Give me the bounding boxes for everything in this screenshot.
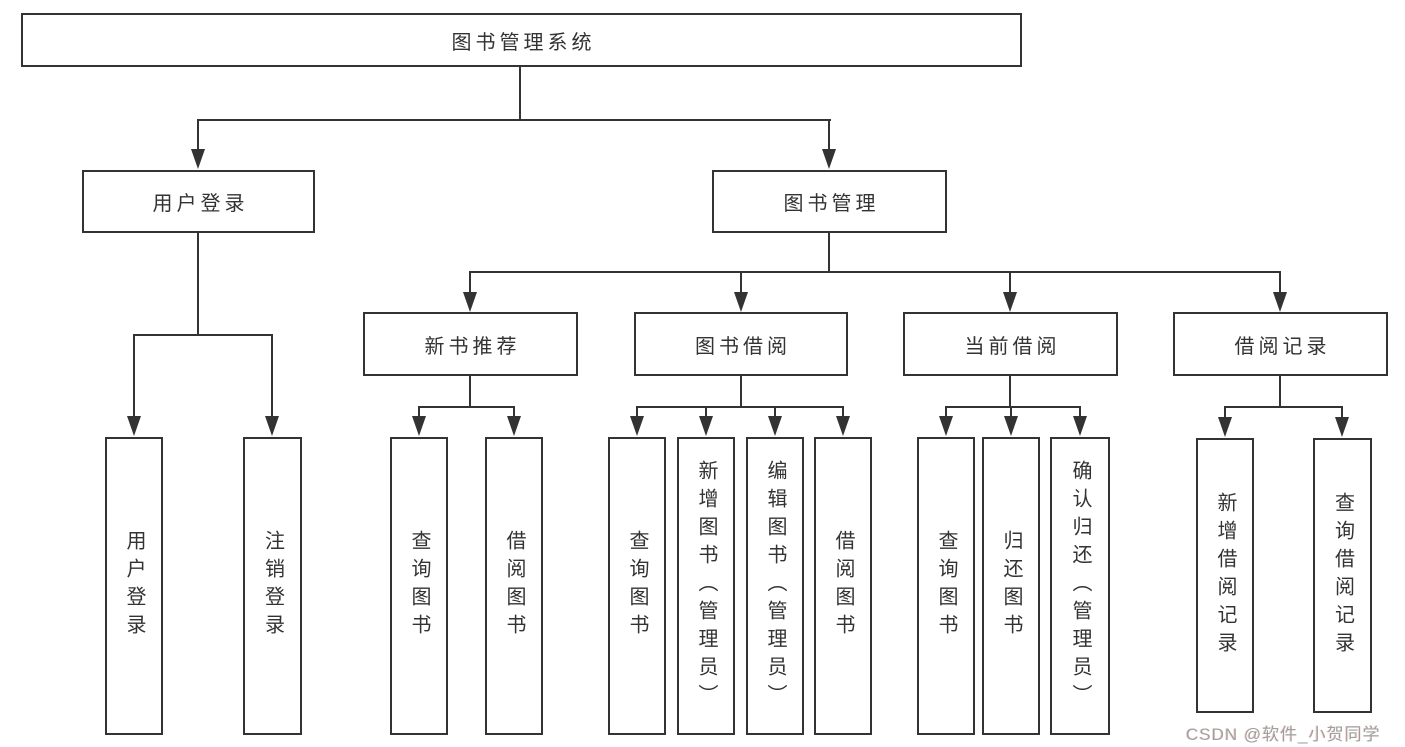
connector-stub [1079,408,1081,417]
leaf-borrow-books-recommend: 借阅图书 [485,437,543,735]
arrowhead-down-icon [1004,416,1018,436]
node-book-borrowing: 图书借阅 [634,312,848,376]
arrowhead-down-icon [699,416,713,436]
connector-stem [740,376,742,407]
connector-stub [705,408,707,417]
node-user-login: 用户登录 [82,170,315,233]
arrowhead-down-icon [463,292,477,312]
connector-stub [1010,408,1012,417]
leaf-confirm-return-admin: 确认归还（管理员） [1050,437,1110,735]
connector-stub [1279,273,1281,293]
node-label: 当前借阅 [964,335,1061,358]
leaf-label: 新增图书（管理员） [695,460,717,712]
connector-stub [513,408,515,417]
connector-user-login-split [133,334,273,336]
leaf-add-book-admin: 新增图书（管理员） [677,437,735,735]
leaf-label: 查询图书 [626,530,648,642]
csdn-watermark: CSDN @软件_小贺同学 [1186,725,1381,744]
connector-root-split [197,119,831,121]
leaf-label: 借阅图书 [832,530,854,642]
leaf-label: 新增借阅记录 [1214,491,1236,660]
connector-stub [740,273,742,293]
connector-stub [418,408,420,417]
leaf-label: 编辑图书（管理员） [764,460,786,712]
arrowhead-down-icon [1273,292,1287,312]
connector-book-mgmt-split [469,271,1281,273]
leaf-edit-book-admin: 编辑图书（管理员） [746,437,804,735]
node-book-management: 图书管理 [712,170,947,233]
leaf-borrow-books-borrowing: 借阅图书 [814,437,872,735]
leaf-query-books-current: 查询图书 [917,437,975,735]
arrowhead-down-icon [836,416,850,436]
leaf-query-books-borrowing: 查询图书 [608,437,666,735]
connector-split [945,406,1081,408]
connector-book-mgmt-stem [828,232,830,273]
arrowhead-down-icon [265,416,279,436]
connector-stub [828,121,830,150]
connector-user-login-stem [197,232,199,335]
connector-stem [1279,376,1281,407]
node-label: 图书管理系统 [451,31,596,54]
connector-stub [1341,408,1343,418]
connector-stub [271,336,273,417]
arrowhead-down-icon [1073,416,1087,436]
connector-split [636,406,844,408]
node-label: 图书管理 [783,193,880,215]
connector-stub [197,121,199,150]
node-borrowing-records: 借阅记录 [1173,312,1388,376]
connector-stub [469,273,471,293]
leaf-query-borrow-record: 查询借阅记录 [1313,438,1372,713]
arrowhead-down-icon [191,149,205,169]
arrowhead-down-icon [939,416,953,436]
arrowhead-down-icon [768,416,782,436]
arrowhead-down-icon [1218,417,1232,437]
leaf-label: 注销登录 [261,530,284,642]
connector-stub [636,408,638,417]
connector-stub [774,408,776,417]
connector-root-stem [519,66,521,121]
connector-stub [1224,408,1226,418]
connector-stem [1009,376,1011,407]
node-root: 图书管理系统 [21,13,1022,67]
leaf-logout: 注销登录 [243,437,302,735]
arrowhead-down-icon [630,416,644,436]
connector-stem [469,376,471,407]
arrowhead-down-icon [822,149,836,169]
node-label: 新书推荐 [424,335,521,358]
arrowhead-down-icon [127,416,141,436]
leaf-label: 归还图书 [1000,530,1022,642]
arrowhead-down-icon [507,416,521,436]
leaf-label: 确认归还（管理员） [1069,460,1091,712]
leaf-return-books: 归还图书 [982,437,1040,735]
leaf-add-borrow-record: 新增借阅记录 [1196,438,1254,713]
leaf-label: 查询图书 [408,530,430,642]
leaf-query-books-recommend: 查询图书 [390,437,448,735]
node-current-borrowing: 当前借阅 [903,312,1118,376]
arrowhead-down-icon [1335,417,1349,437]
arrowhead-down-icon [1003,292,1017,312]
node-label: 图书借阅 [695,335,791,358]
connector-stub [945,408,947,417]
connector-split [418,406,515,408]
leaf-label: 借阅图书 [503,530,525,642]
connector-split [1224,406,1343,408]
arrowhead-down-icon [734,292,748,312]
node-new-book-recommendation: 新书推荐 [363,312,578,376]
connector-stub [133,336,135,417]
leaf-label: 查询借阅记录 [1331,491,1354,660]
leaf-label: 用户登录 [123,530,145,642]
leaf-label: 查询图书 [935,530,957,642]
connector-stub [1009,273,1011,293]
node-label: 用户登录 [152,193,249,215]
leaf-user-login: 用户登录 [105,437,163,735]
arrowhead-down-icon [412,416,426,436]
connector-stub [842,408,844,417]
node-label: 借阅记录 [1234,335,1331,358]
